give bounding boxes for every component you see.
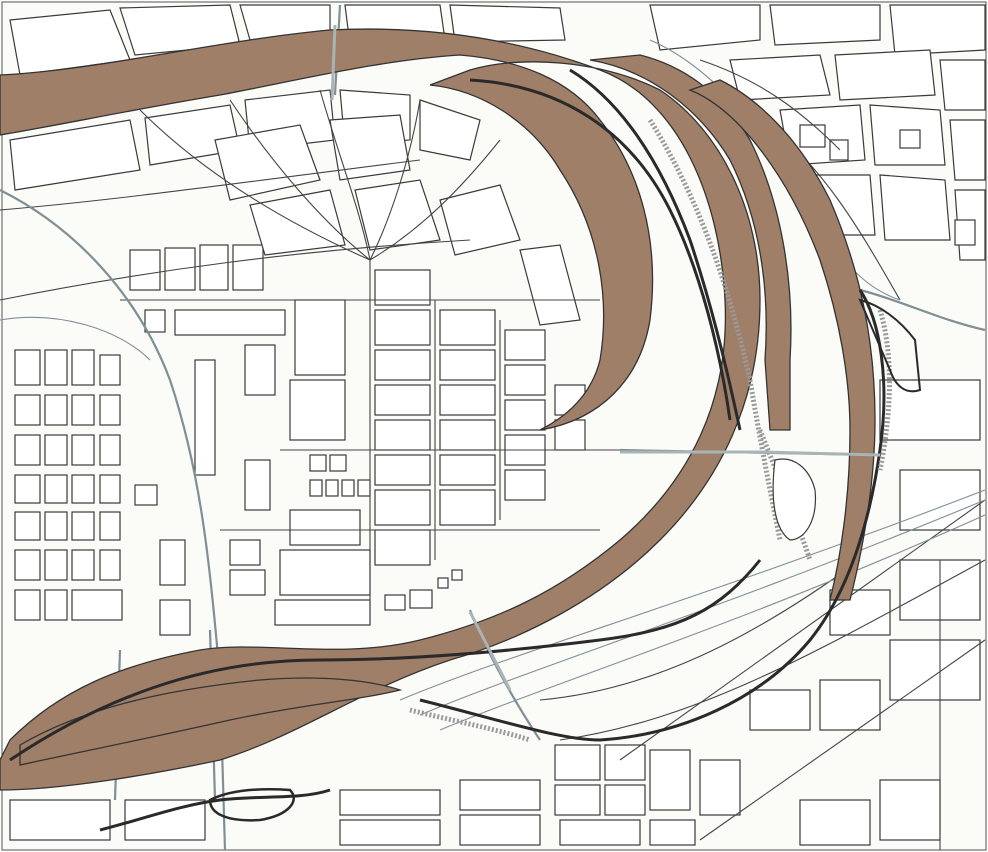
river-south-arm [19,677,403,766]
river-main-channel [0,28,761,791]
blocks-peninsula [129,114,586,626]
river-east-arm [688,79,876,601]
river [0,28,876,791]
street-network [0,59,986,850]
blocks-south [9,379,981,846]
blocks-north-east [649,4,986,261]
bridges [330,24,881,691]
historic-banks [9,68,922,832]
blocks-west-grid [14,349,191,636]
